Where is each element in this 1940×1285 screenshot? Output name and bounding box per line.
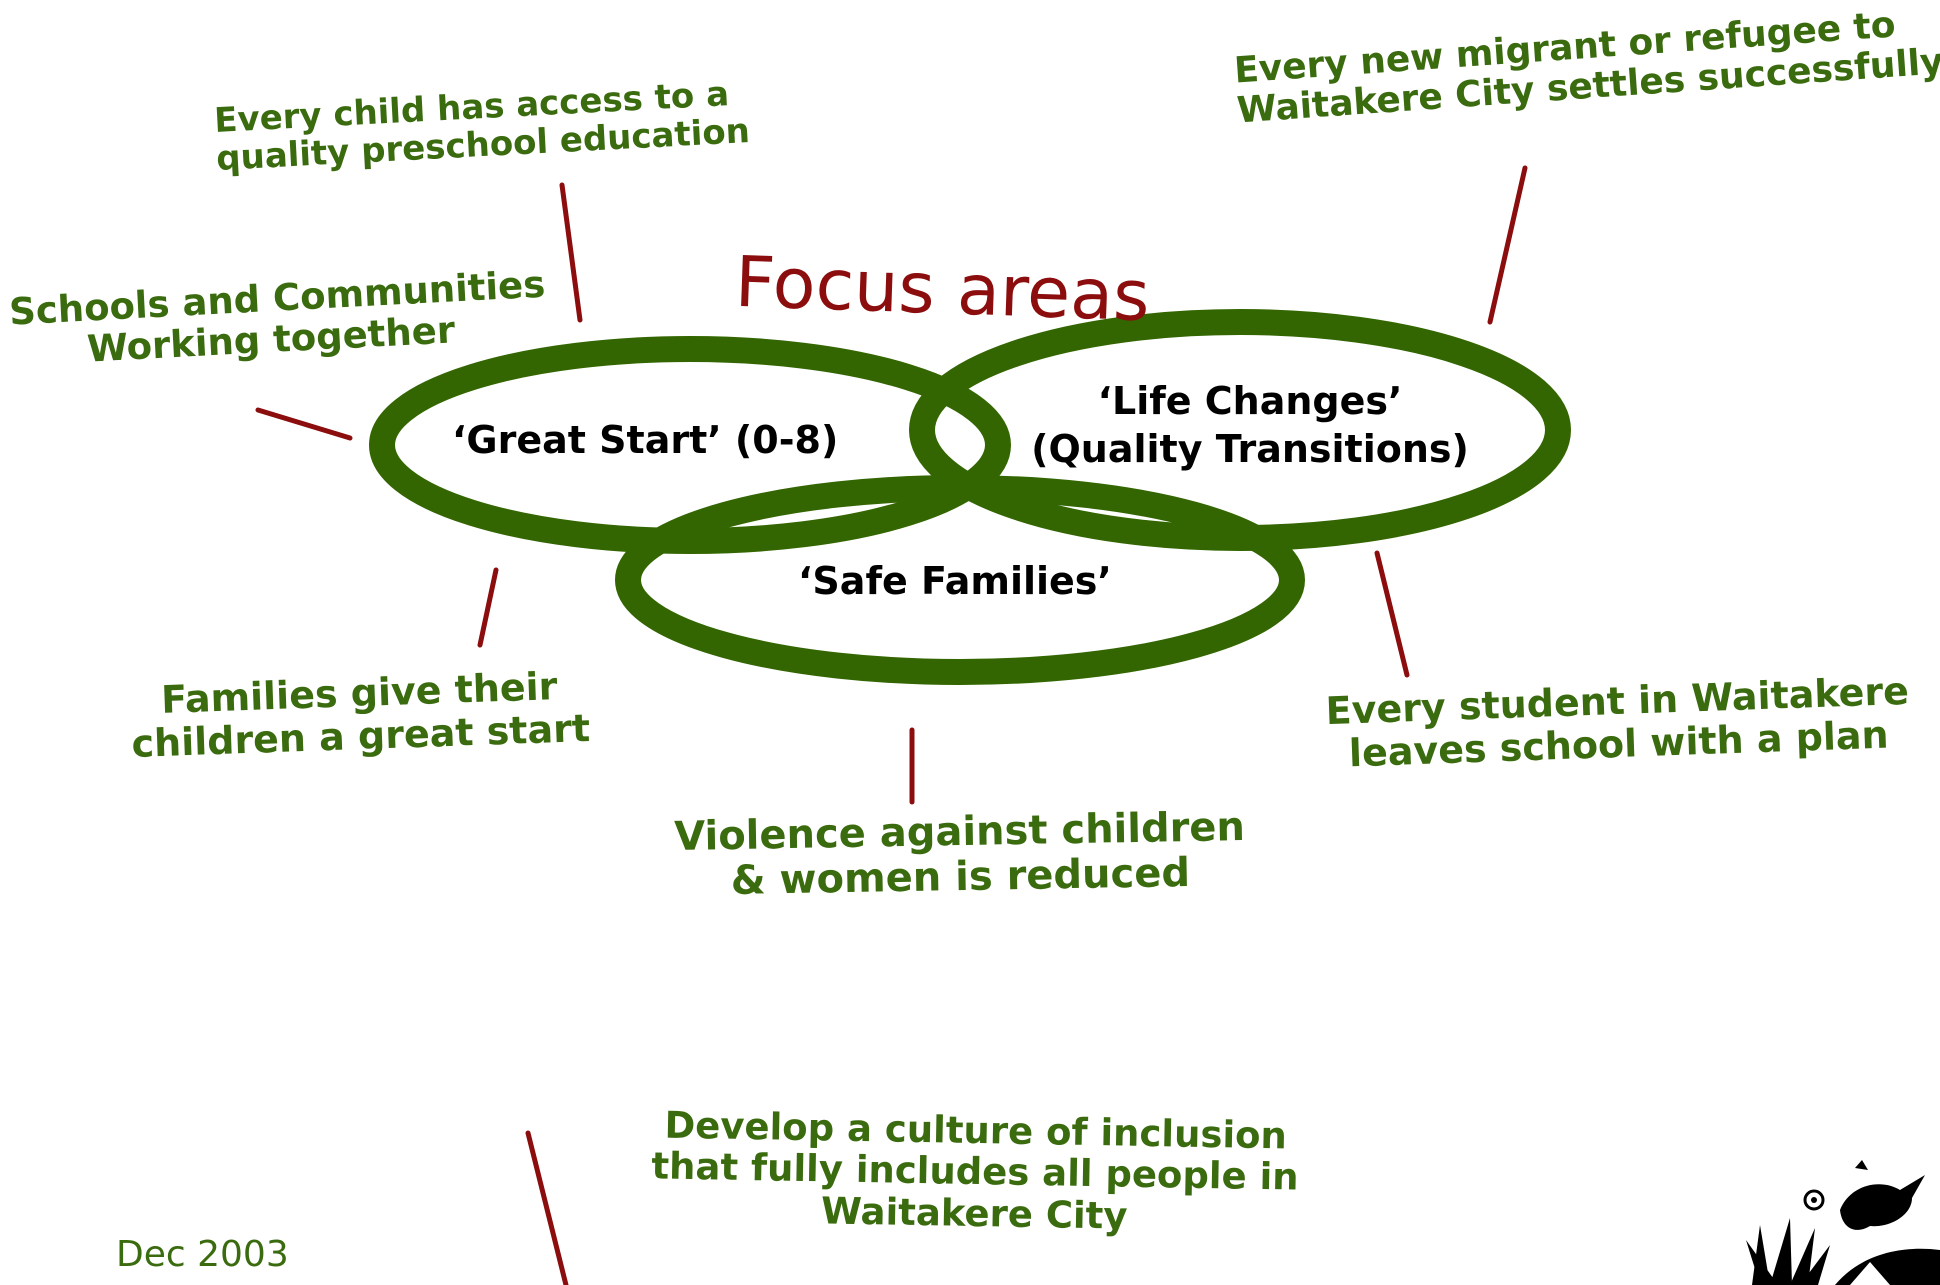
circle-safe-families — [615, 475, 1305, 685]
great-start-text: ‘Great Start’ (0-8) — [452, 418, 839, 462]
connector-families — [477, 567, 499, 648]
label-life-changes: ‘Life Changes’ (Quality Transitions) — [1030, 378, 1470, 473]
connector-inclusion — [525, 1130, 569, 1285]
connector-student — [1374, 550, 1410, 678]
safe-families-text: ‘Safe Families’ — [798, 559, 1112, 603]
goal-families: Families give their children a great sta… — [109, 663, 612, 765]
goal-violence: Violence against children & women is red… — [659, 804, 1260, 905]
circle-great-start — [369, 336, 1011, 554]
focus-circles — [369, 309, 1571, 685]
life-changes-line-2: (Quality Transitions) — [1031, 426, 1469, 471]
label-safe-families: ‘Safe Families’ — [798, 558, 1112, 606]
connector-lines — [255, 165, 1528, 1285]
connector-preschool — [559, 182, 583, 323]
label-great-start: ‘Great Start’ (0-8) — [452, 417, 838, 465]
date-label: Dec 2003 — [116, 1234, 289, 1275]
life-changes-line-1: ‘Life Changes’ — [1097, 379, 1403, 423]
focus-areas-title: Focus areas — [733, 240, 1152, 338]
connector-schools-communities — [255, 407, 353, 441]
connector-migrant — [1487, 165, 1528, 325]
goal-inclusion: Develop a culture of inclusion that full… — [554, 1103, 1396, 1242]
